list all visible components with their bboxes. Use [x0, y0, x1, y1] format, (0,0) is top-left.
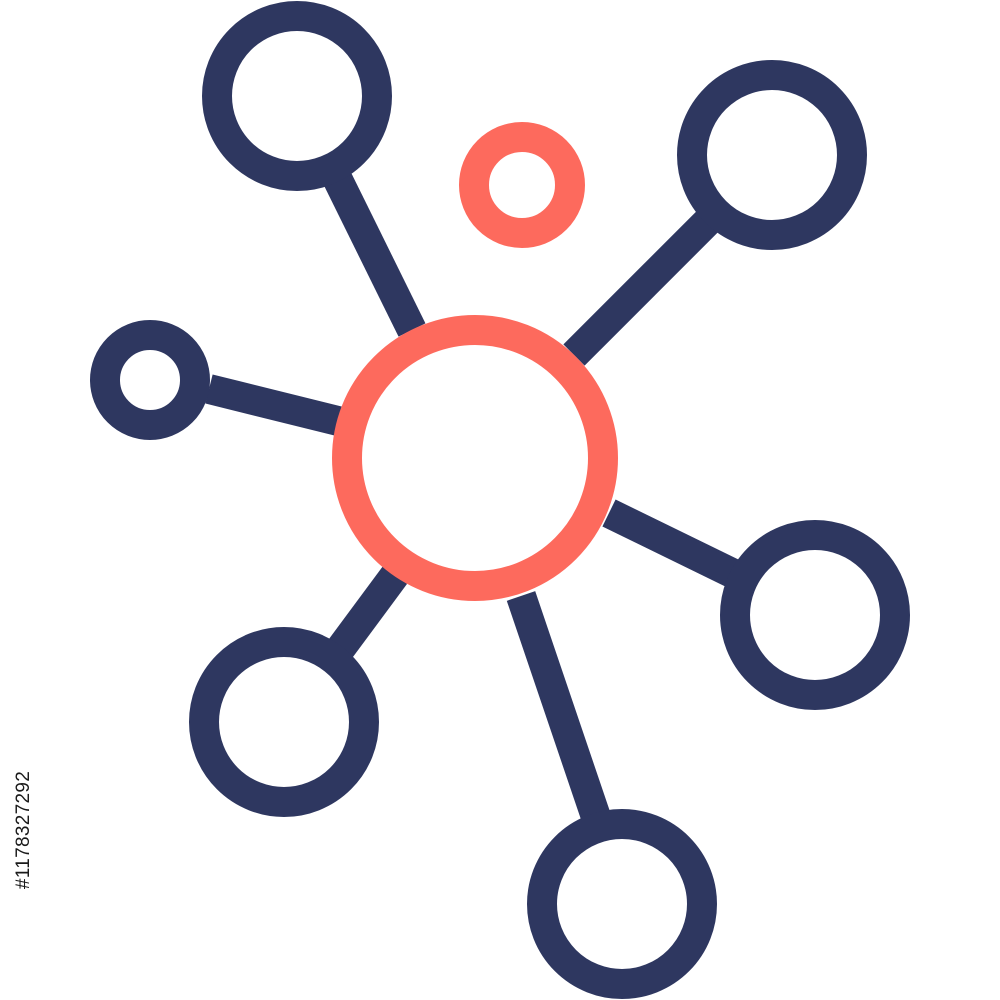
node-left-small: [90, 320, 210, 440]
connector-top-left: [323, 171, 426, 337]
connector-bottom-left: [325, 566, 408, 661]
hub-center-node: [332, 315, 618, 601]
connector-top-right: [563, 211, 718, 366]
node-accent-small: [459, 122, 585, 248]
stock-id-text: #1178327292: [13, 770, 34, 890]
connector-left: [205, 374, 342, 436]
connector-lines: [205, 171, 745, 825]
connector-bottom: [506, 591, 612, 825]
node-top-right: [677, 60, 867, 250]
connector-right: [602, 499, 745, 590]
node-bottom: [527, 809, 717, 999]
node-bottom-left: [189, 627, 379, 817]
node-top-left: [202, 1, 392, 191]
stock-id-watermark: #1178327292: [10, 760, 38, 900]
node-right: [720, 520, 910, 710]
